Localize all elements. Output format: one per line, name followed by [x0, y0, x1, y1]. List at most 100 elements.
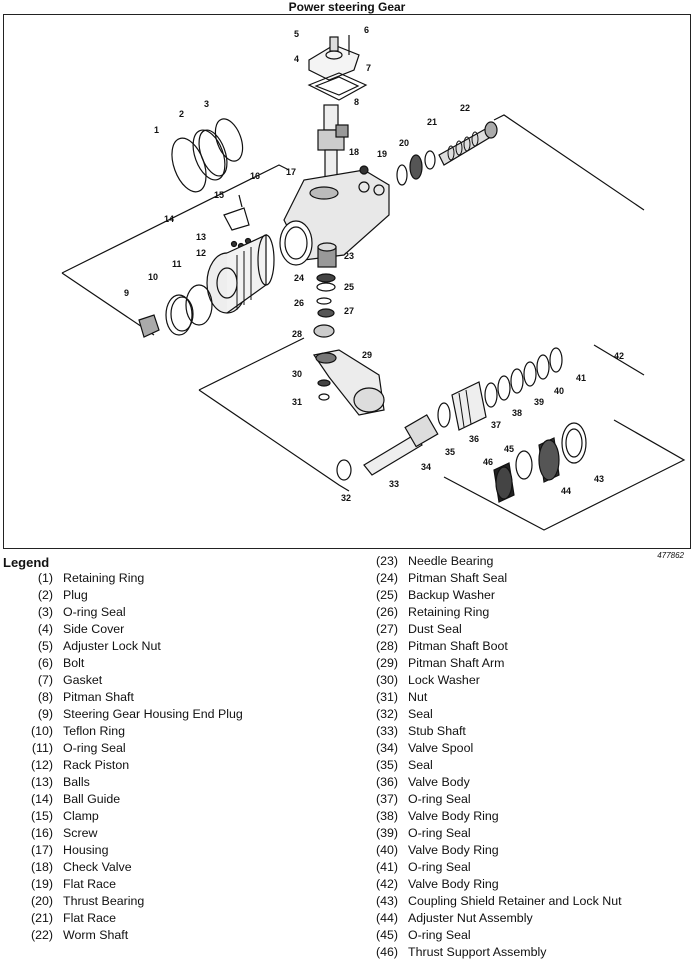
legend-item: (37)O-ring Seal [372, 791, 622, 808]
end-plug-part [138, 314, 160, 338]
legend-item-label: O-ring Seal [63, 605, 126, 619]
valve-group-outline [198, 337, 305, 391]
legend-item-label: Flat Race [63, 911, 117, 925]
legend-item-label: Flat Race [63, 877, 117, 891]
legend-item-number: (31) [375, 690, 398, 704]
legend-item: (5)Adjuster Lock Nut [25, 638, 243, 655]
legend-item-label: O-ring Seal [408, 860, 471, 874]
callout: 36 [469, 434, 479, 444]
legend-item: (29) Pitman Shaft Arm [372, 655, 622, 672]
exploded-view-drawing: 1 2 3 4 5 6 7 8 9 10 11 12 13 14 15 16 1… [61, 25, 686, 531]
callout: 35 [445, 447, 455, 457]
legend-item-label: Bolt [63, 656, 85, 670]
legend-item: (17)Housing [25, 842, 243, 859]
legend-item-number: (14) [30, 792, 53, 806]
legend-item: (35)Seal [372, 757, 622, 774]
plug-part [192, 129, 226, 181]
callout: 39 [534, 397, 544, 407]
legend-item-number: (44) [375, 911, 398, 925]
callout: 37 [491, 420, 501, 430]
legend-item-number: (35) [375, 758, 398, 772]
legend-item: (3) O-ring Seal [25, 604, 243, 621]
legend-item-number: (21) [30, 911, 53, 925]
legend-item-label: Clamp [63, 809, 99, 823]
legend-item-label: Lock Washer [408, 673, 480, 687]
callout: 5 [294, 29, 299, 39]
callout: 43 [594, 474, 604, 484]
gasket-part [307, 72, 368, 101]
o-ring-seal-part [214, 118, 244, 162]
legend-item: (8) Pitman Shaft [25, 689, 243, 706]
legend-item-number: (13) [30, 775, 53, 789]
legend-item: (25)Backup Washer [372, 587, 622, 604]
diagram-title: Power steering Gear [288, 0, 406, 14]
legend-item-number: (1) [37, 571, 53, 585]
legend-item-label: Gasket [63, 673, 103, 687]
callout: 26 [294, 298, 304, 308]
legend-item-label: Stub Shaft [408, 724, 466, 738]
callout: 14 [164, 214, 174, 224]
callout: 42 [614, 351, 624, 361]
callout: 6 [364, 25, 369, 35]
legend-item-number: (29) [375, 656, 398, 670]
legend-item: (33)Stub Shaft [372, 723, 622, 740]
legend-item: (32)Seal [372, 706, 622, 723]
callout: 3 [204, 99, 209, 109]
callout: 1 [154, 125, 159, 135]
legend-item: (31)Nut [372, 689, 622, 706]
callout: 31 [292, 397, 302, 407]
callout: 12 [196, 248, 206, 258]
legend-item-label: Valve Body Ring [408, 877, 499, 891]
legend-item-number: (3) [37, 605, 53, 619]
valve-body-part [451, 381, 487, 431]
legend-item-label: Steering Gear Housing End Plug [63, 707, 243, 721]
legend-item-label: Seal [408, 707, 433, 721]
legend-item-label: Pitman Shaft [63, 690, 134, 704]
legend-item-number: (8) [37, 690, 53, 704]
callout: 19 [377, 149, 387, 159]
callout-labels: 1 2 3 4 5 6 7 8 9 10 11 12 13 14 15 16 1… [124, 25, 624, 503]
legend-item-label: Thrust Bearing [63, 894, 145, 908]
callout: 41 [576, 373, 586, 383]
callout: 44 [561, 486, 571, 496]
legend-item-label: Retaining Ring [63, 571, 145, 585]
callout: 8 [354, 97, 359, 107]
legend-item-label: O-ring Seal [408, 826, 471, 840]
legend-item-label: O-ring Seal [63, 741, 126, 755]
legend-item-number: (38) [375, 809, 398, 823]
legend-item-number: (46) [375, 945, 398, 959]
legend-item: (1) Retaining Ring [25, 570, 243, 587]
callout: 7 [366, 63, 371, 73]
legend-item-number: (45) [375, 928, 398, 942]
legend-item-number: (7) [37, 673, 53, 687]
callout: 25 [344, 282, 354, 292]
legend-item-number: (36) [375, 775, 398, 789]
legend-item-label: Check Valve [63, 860, 132, 874]
legend-item-number: (22) [30, 928, 53, 942]
legend-item-number: (15) [30, 809, 53, 823]
callout: 27 [344, 306, 354, 316]
figure-code: 477862 [657, 551, 684, 560]
legend-item-label: Rack Piston [63, 758, 130, 772]
legend-item: (38)Valve Body Ring [372, 808, 622, 825]
legend-column-right: (23)Needle Bearing(24)Pitman Shaft Seal(… [372, 553, 622, 961]
legend-item: (9)Steering Gear Housing End Plug [25, 706, 243, 723]
callout: 13 [196, 232, 206, 242]
legend-item: (2)Plug [25, 587, 243, 604]
legend-item-label: Valve Body Ring [408, 843, 499, 857]
legend-item: (10)Teflon Ring [25, 723, 243, 740]
legend-item-label: Pitman Shaft Boot [408, 639, 508, 653]
legend-item-label: Worm Shaft [63, 928, 129, 942]
legend-item-label: Pitman Shaft Arm [408, 656, 505, 670]
legend-item-label: Pitman Shaft Seal [408, 571, 508, 585]
ball-guide-part [223, 207, 250, 231]
legend-item-label: Adjuster Lock Nut [63, 639, 161, 653]
legend-item: (39)O-ring Seal [372, 825, 622, 842]
legend-item: (13)Balls [25, 774, 243, 791]
legend-item: (36)Valve Body [372, 774, 622, 791]
legend-item-label: Coupling Shield Retainer and Lock Nut [408, 894, 622, 908]
check-valve-part [359, 165, 369, 175]
legend-item: (30) Lock Washer [372, 672, 622, 689]
legend-item-number: (30) [375, 673, 398, 687]
legend-item: (42)Valve Body Ring [372, 876, 622, 893]
